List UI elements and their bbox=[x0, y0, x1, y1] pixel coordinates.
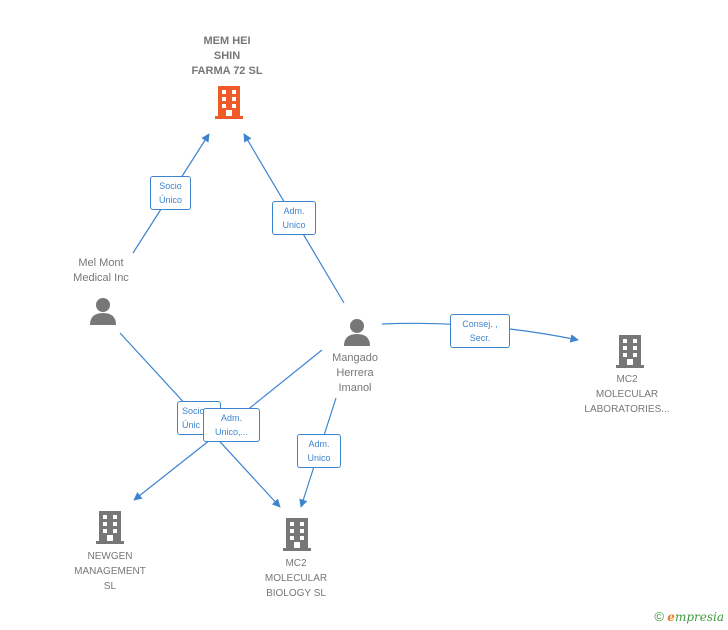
node-label-mel-mont[interactable]: Mel Mont Medical Inc bbox=[31, 256, 171, 286]
node-label-line: Herrera bbox=[336, 367, 374, 379]
node-label-line: MEM HEI bbox=[203, 35, 251, 47]
node-label-mc2-labs[interactable]: MC2 MOLECULAR LABORATORIES... bbox=[557, 372, 697, 417]
node-label-line: Mangado bbox=[332, 352, 378, 364]
edge-label-line: Consej. , bbox=[462, 319, 498, 329]
node-label-newgen[interactable]: NEWGEN MANAGEMENT SL bbox=[40, 549, 180, 594]
edge-label-line: Adm. bbox=[308, 439, 330, 449]
edge-label-mangado-to-labs[interactable]: Consej. , Secr. bbox=[450, 314, 510, 348]
copyright-icon: © bbox=[654, 609, 664, 624]
edge-label-line: Unico bbox=[282, 220, 306, 230]
node-label-mangado[interactable]: Mangado Herrera Imanol bbox=[285, 351, 425, 396]
edge-label-line: Unico bbox=[307, 453, 331, 463]
edge-label-mangado-to-bio[interactable]: Adm. Unico bbox=[297, 434, 341, 468]
node-label-line: FARMA 72 SL bbox=[191, 65, 263, 77]
edge-label-line: Adm. bbox=[220, 413, 242, 423]
node-label-line: Imanol bbox=[338, 382, 372, 394]
building-icon[interactable] bbox=[283, 518, 311, 551]
node-label-line: SHIN bbox=[213, 50, 241, 62]
brand-logo-initial: e bbox=[667, 610, 675, 624]
node-label-line: MANAGEMENT bbox=[74, 566, 146, 577]
node-label-line: Medical Inc bbox=[73, 272, 129, 284]
edge-label-line: Unico,... bbox=[214, 427, 248, 437]
node-label-mem-hei[interactable]: MEM HEI SHIN FARMA 72 SL bbox=[157, 34, 297, 79]
node-label-line: MOLECULAR bbox=[595, 389, 659, 400]
node-label-line: LABORATORIES... bbox=[584, 404, 670, 415]
node-label-line: MC2 bbox=[285, 558, 307, 569]
node-label-mc2-bio[interactable]: MC2 MOLECULAR BIOLOGY SL bbox=[226, 556, 366, 601]
person-icon[interactable] bbox=[90, 298, 116, 325]
edge-label-mangado-to-memhei[interactable]: Adm. Unico bbox=[272, 201, 316, 235]
node-label-line: MC2 bbox=[616, 374, 638, 385]
node-label-line: SL bbox=[103, 581, 117, 592]
node-label-line: MOLECULAR bbox=[264, 573, 328, 584]
edge-label-mangado-to-newgen[interactable]: Adm. Unico,... bbox=[203, 408, 260, 442]
node-label-line: Mel Mont bbox=[78, 257, 124, 269]
edge-label-line: Socio bbox=[182, 406, 205, 416]
edge-label-line: Adm. bbox=[283, 206, 305, 216]
brand-footer: © empresia bbox=[654, 609, 724, 624]
edge-label-line: Socio bbox=[159, 181, 182, 191]
building-icon[interactable] bbox=[215, 86, 243, 119]
edge-label-line: Secr. bbox=[469, 333, 491, 343]
edge-label-line: Únic bbox=[182, 420, 201, 430]
edge-label-mel-to-memhei[interactable]: Socio Único bbox=[150, 176, 191, 210]
building-icon[interactable] bbox=[616, 335, 644, 368]
building-icon[interactable] bbox=[96, 511, 124, 544]
brand-logo-rest: mpresia bbox=[674, 610, 724, 624]
edge-label-line: Único bbox=[158, 195, 182, 205]
person-icon[interactable] bbox=[344, 319, 370, 346]
node-label-line: BIOLOGY SL bbox=[266, 588, 326, 599]
node-label-line: NEWGEN bbox=[87, 551, 133, 562]
